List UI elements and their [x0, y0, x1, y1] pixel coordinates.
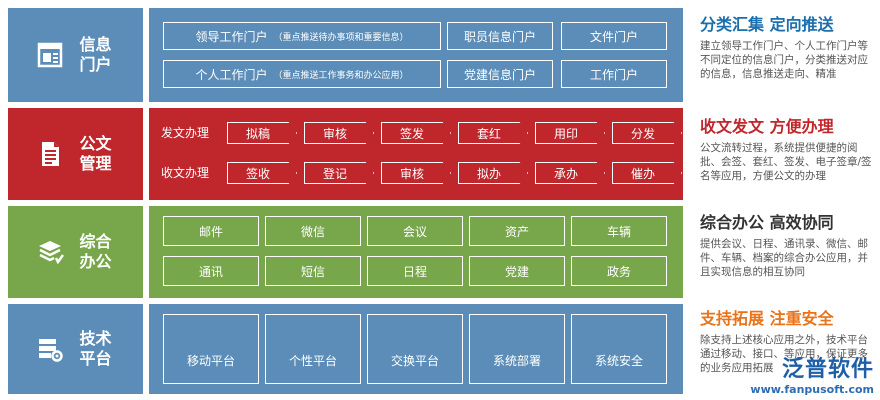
portal-title: 信息门户	[79, 35, 112, 74]
receive-step[interactable]: 承办	[535, 162, 605, 184]
platform-title: 技术平台	[79, 329, 112, 368]
party-box[interactable]: 党建	[469, 256, 565, 286]
send-step[interactable]: 套红	[458, 122, 528, 144]
personal-portal-note: （重点推送工作事务和办公应用）	[273, 70, 409, 81]
watermark-brand: 泛普软件	[781, 357, 874, 382]
document-row: 公文管理 发文办理 拟稿审核签发套红用印分发 收文办理 签收登记审核拟办承办催办	[8, 108, 683, 200]
portal-row: 信息门户 领导工作门户 （重点推送待办事项和重要信息） 职员信息门户 文件门户 …	[8, 8, 683, 102]
office-description-body: 提供会议、日程、通讯录、微信、邮件、车辆、档案的综合办公应用，并且实现信息的相互…	[700, 238, 868, 278]
personal-portal-label: 个人工作门户	[195, 67, 268, 82]
work-portal-box[interactable]: 工作门户	[561, 60, 667, 88]
meeting-box[interactable]: 会议	[367, 216, 463, 246]
send-step[interactable]: 拟稿	[227, 122, 297, 144]
receive-step[interactable]: 登记	[304, 162, 374, 184]
portal-category: 信息门户	[8, 8, 143, 102]
exchange-platform-box[interactable]: 交换平台	[367, 314, 463, 384]
vehicle-box[interactable]: 车辆	[571, 216, 667, 246]
office-description-head: 综合办公 高效协同	[700, 213, 834, 232]
office-title: 综合办公	[79, 232, 112, 271]
personal-portal-box[interactable]: 个人工作门户 （重点推送工作事务和办公应用）	[163, 60, 441, 88]
platform-description: 支持拓展 注重安全 除支持上述核心应用之外，技术平台通过移动、接口、等应用，保证…	[700, 308, 876, 375]
sms-box[interactable]: 短信	[265, 256, 361, 286]
document-icon	[41, 142, 59, 166]
contacts-box[interactable]: 通讯	[163, 256, 259, 286]
platform-description-body: 除支持上述核心应用之外，技术平台通过移动、接口、等应用，保证更多的业务应用拓展	[700, 334, 868, 374]
platform-category: 技术平台	[8, 304, 143, 394]
receive-step[interactable]: 催办	[612, 162, 682, 184]
platform-row: 技术平台 移动平台 个性平台 交换平台 系统部署 系统安全	[8, 304, 683, 394]
document-description: 收文发文 方便办理 公文流转过程，系统提供便捷的阅批、会签、套红、签发、电子签章…	[700, 116, 876, 183]
receive-step[interactable]: 拟办	[458, 162, 528, 184]
office-category: 综合办公	[8, 206, 143, 298]
government-box[interactable]: 政务	[571, 256, 667, 286]
send-step[interactable]: 审核	[304, 122, 374, 144]
receive-step[interactable]: 审核	[381, 162, 451, 184]
portal-description-head: 分类汇集 定向推送	[700, 15, 834, 34]
portal-description-body: 建立领导工作门户、个人工作门户等不同定位的信息门户，分类推送对应的信息，信息推送…	[700, 40, 868, 80]
leader-portal-box[interactable]: 领导工作门户 （重点推送待办事项和重要信息）	[163, 22, 441, 50]
document-title: 公文管理	[79, 134, 112, 173]
leader-portal-note: （重点推送待办事项和重要信息）	[273, 32, 409, 43]
office-description: 综合办公 高效协同 提供会议、日程、通讯录、微信、邮件、车辆、档案的综合办公应用…	[700, 212, 876, 279]
platform-icon	[38, 339, 63, 362]
send-step[interactable]: 签发	[381, 122, 451, 144]
office-icon	[38, 241, 64, 265]
send-step[interactable]: 分发	[612, 122, 682, 144]
schedule-box[interactable]: 日程	[367, 256, 463, 286]
send-process-label: 发文办理	[161, 126, 210, 140]
mail-box[interactable]: 邮件	[163, 216, 259, 246]
party-portal-box[interactable]: 党建信息门户	[447, 60, 553, 88]
office-row: 综合办公 邮件 微信 会议 资产 车辆 通讯 短信 日程 党建 政务	[8, 206, 683, 298]
portal-icon	[37, 42, 62, 68]
document-category: 公文管理	[8, 108, 143, 200]
office-content: 邮件 微信 会议 资产 车辆 通讯 短信 日程 党建 政务	[149, 206, 683, 298]
file-portal-box[interactable]: 文件门户	[561, 22, 667, 50]
portal-description: 分类汇集 定向推送 建立领导工作门户、个人工作门户等不同定位的信息门户，分类推送…	[700, 14, 876, 81]
personal-platform-box[interactable]: 个性平台	[265, 314, 361, 384]
watermark-url: www.fanpusoft.com	[750, 383, 874, 396]
deployment-box[interactable]: 系统部署	[469, 314, 565, 384]
portal-content: 领导工作门户 （重点推送待办事项和重要信息） 职员信息门户 文件门户 个人工作门…	[149, 8, 683, 102]
security-box[interactable]: 系统安全	[571, 314, 667, 384]
wechat-box[interactable]: 微信	[265, 216, 361, 246]
platform-description-head: 支持拓展 注重安全	[700, 309, 834, 328]
document-description-body: 公文流转过程，系统提供便捷的阅批、会签、套红、签发、电子签章/签名等应用，方便公…	[700, 142, 872, 182]
platform-content: 移动平台 个性平台 交换平台 系统部署 系统安全	[149, 304, 683, 394]
leader-portal-label: 领导工作门户	[195, 29, 268, 44]
watermark: 泛普软件 www.fanpusoft.com	[750, 351, 874, 396]
receive-process-label: 收文办理	[161, 166, 210, 180]
document-content: 发文办理 拟稿审核签发套红用印分发 收文办理 签收登记审核拟办承办催办	[149, 108, 683, 200]
staff-portal-box[interactable]: 职员信息门户	[447, 22, 553, 50]
send-step[interactable]: 用印	[535, 122, 605, 144]
document-description-head: 收文发文 方便办理	[700, 117, 834, 136]
assets-box[interactable]: 资产	[469, 216, 565, 246]
mobile-platform-box[interactable]: 移动平台	[163, 314, 259, 384]
receive-step[interactable]: 签收	[227, 162, 297, 184]
